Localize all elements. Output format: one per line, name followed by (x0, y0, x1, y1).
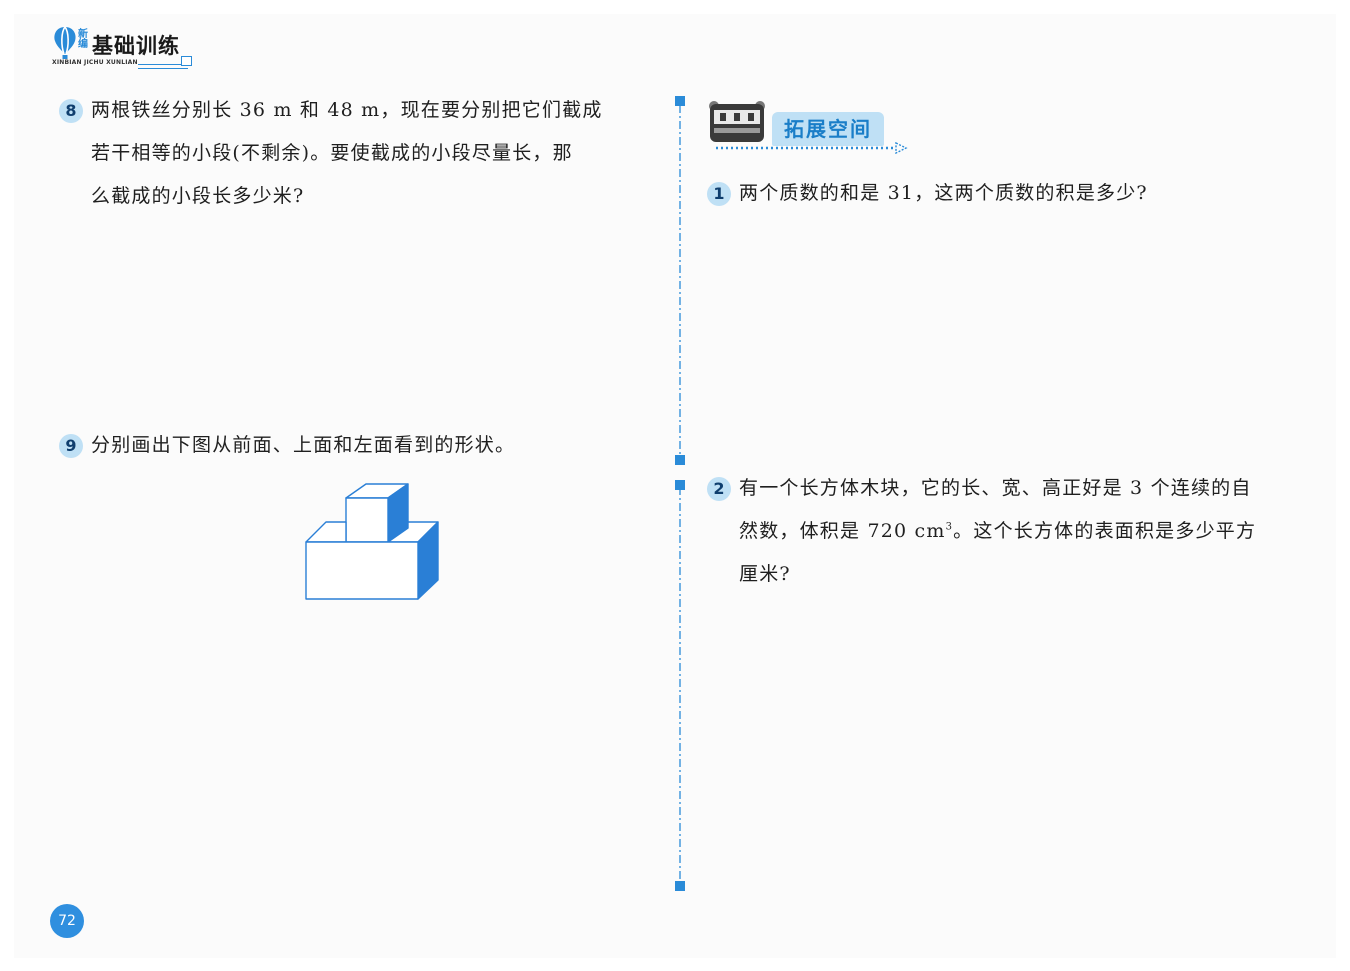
hot-air-balloon-icon (54, 26, 76, 59)
large-block-top-left (305, 521, 347, 543)
divider-marker (675, 881, 685, 891)
question-2-line-2: 然数，体积是 720 cm3。这个长方体的表面积是多少平方 (739, 510, 1256, 553)
question-9-text: 分别画出下图从前面、上面和左面看到的形状。 (91, 424, 515, 467)
page-number: 72 (50, 904, 84, 938)
stacked-blocks-figure (305, 483, 439, 600)
divider-marker (675, 455, 685, 465)
logo-xin: 新编 (78, 29, 88, 50)
question-8-line-1: 两根铁丝分别长 36 m 和 48 m，现在要分别把它们截成 (91, 99, 603, 121)
logo-pinyin: XINBIAN JICHU XUNLIAN (52, 59, 138, 66)
logo-underline (138, 64, 188, 69)
superscript-exponent: 3 (945, 521, 954, 533)
question-8-text: 两根铁丝分别长 36 m 和 48 m，现在要分别把它们截成 若干相等的小段(不… (91, 89, 603, 218)
robot-head-icon (709, 101, 765, 142)
dotted-arrow-icon (716, 142, 908, 154)
divider-marker (675, 480, 685, 490)
question-number-badge: 9 (59, 434, 83, 458)
question-1-line-1: 两个质数的和是 31，这两个质数的积是多少? (739, 182, 1148, 204)
large-block-front (305, 541, 419, 600)
question-9-line-1: 分别画出下图从前面、上面和左面看到的形状。 (91, 434, 516, 456)
logo-title: 基础训练 (92, 34, 180, 58)
divider-marker (675, 96, 685, 106)
question-number-badge: 2 (707, 477, 731, 501)
question-2-text: 有一个长方体木块，它的长、宽、高正好是 3 个连续的自 然数，体积是 720 c… (739, 467, 1256, 596)
question-1-text: 两个质数的和是 31，这两个质数的积是多少? (739, 172, 1148, 215)
question-8-line-3: 么截成的小段长多少米? (91, 185, 305, 207)
column-divider (679, 105, 681, 880)
question-2-line-1: 有一个长方体木块，它的长、宽、高正好是 3 个连续的自 (739, 477, 1252, 499)
section-badge: 拓展空间 (706, 98, 916, 160)
question-2-line-2-post: 。这个长方体的表面积是多少平方 (953, 520, 1257, 542)
small-cube-front (345, 497, 389, 543)
question-number-badge: 8 (59, 99, 83, 123)
section-badge-title: 拓展空间 (772, 112, 884, 146)
question-2-line-3: 厘米? (739, 563, 791, 585)
question-2-line-2-pre: 然数，体积是 720 cm (739, 520, 946, 542)
logo-square (181, 56, 192, 66)
header-logo: 新编 基础训练 XINBIAN JICHU XUNLIAN (50, 26, 210, 70)
question-number-badge: 1 (707, 182, 731, 206)
question-8-line-2: 若干相等的小段(不剩余)。要使截成的小段尽量长，那 (91, 142, 573, 164)
